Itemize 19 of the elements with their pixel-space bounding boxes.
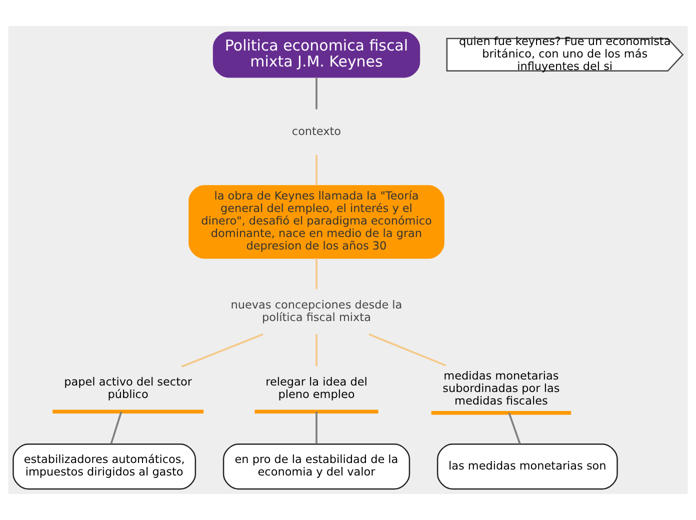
node-text: nuevas concepciones desde la política fiscal mixta [230,298,402,324]
connector [316,334,318,366]
node-box: las medidas monetarias son [436,443,618,490]
connector [508,412,521,444]
connector [110,411,122,444]
node-box: en pro de la estabilidad de la economia y del valor [222,443,410,490]
node-text: contexto [292,124,342,138]
connector [316,77,318,110]
node-text: papel activo del sector público [64,376,192,402]
connector [368,333,446,366]
connector [316,258,318,290]
node-box: Politica economica fiscal mixta J.M. Keynes [212,32,420,78]
connector [316,412,318,444]
node-box: estabilizadores automáticos, impuestos dirigidos al gasto [12,443,196,490]
connector [181,333,264,368]
node-text: medidas monetarias subordinadas por las medidas fiscales [442,369,560,408]
connector [316,154,318,186]
node-box: la obra de Keynes llamada la "Teoría general del empleo, el interés y el dinero", desafió el paradigma económico dominante, nace en medio de la gran depresion de los años 30 [188,185,444,259]
node-text: relegar la idea del pleno empleo [266,376,368,402]
